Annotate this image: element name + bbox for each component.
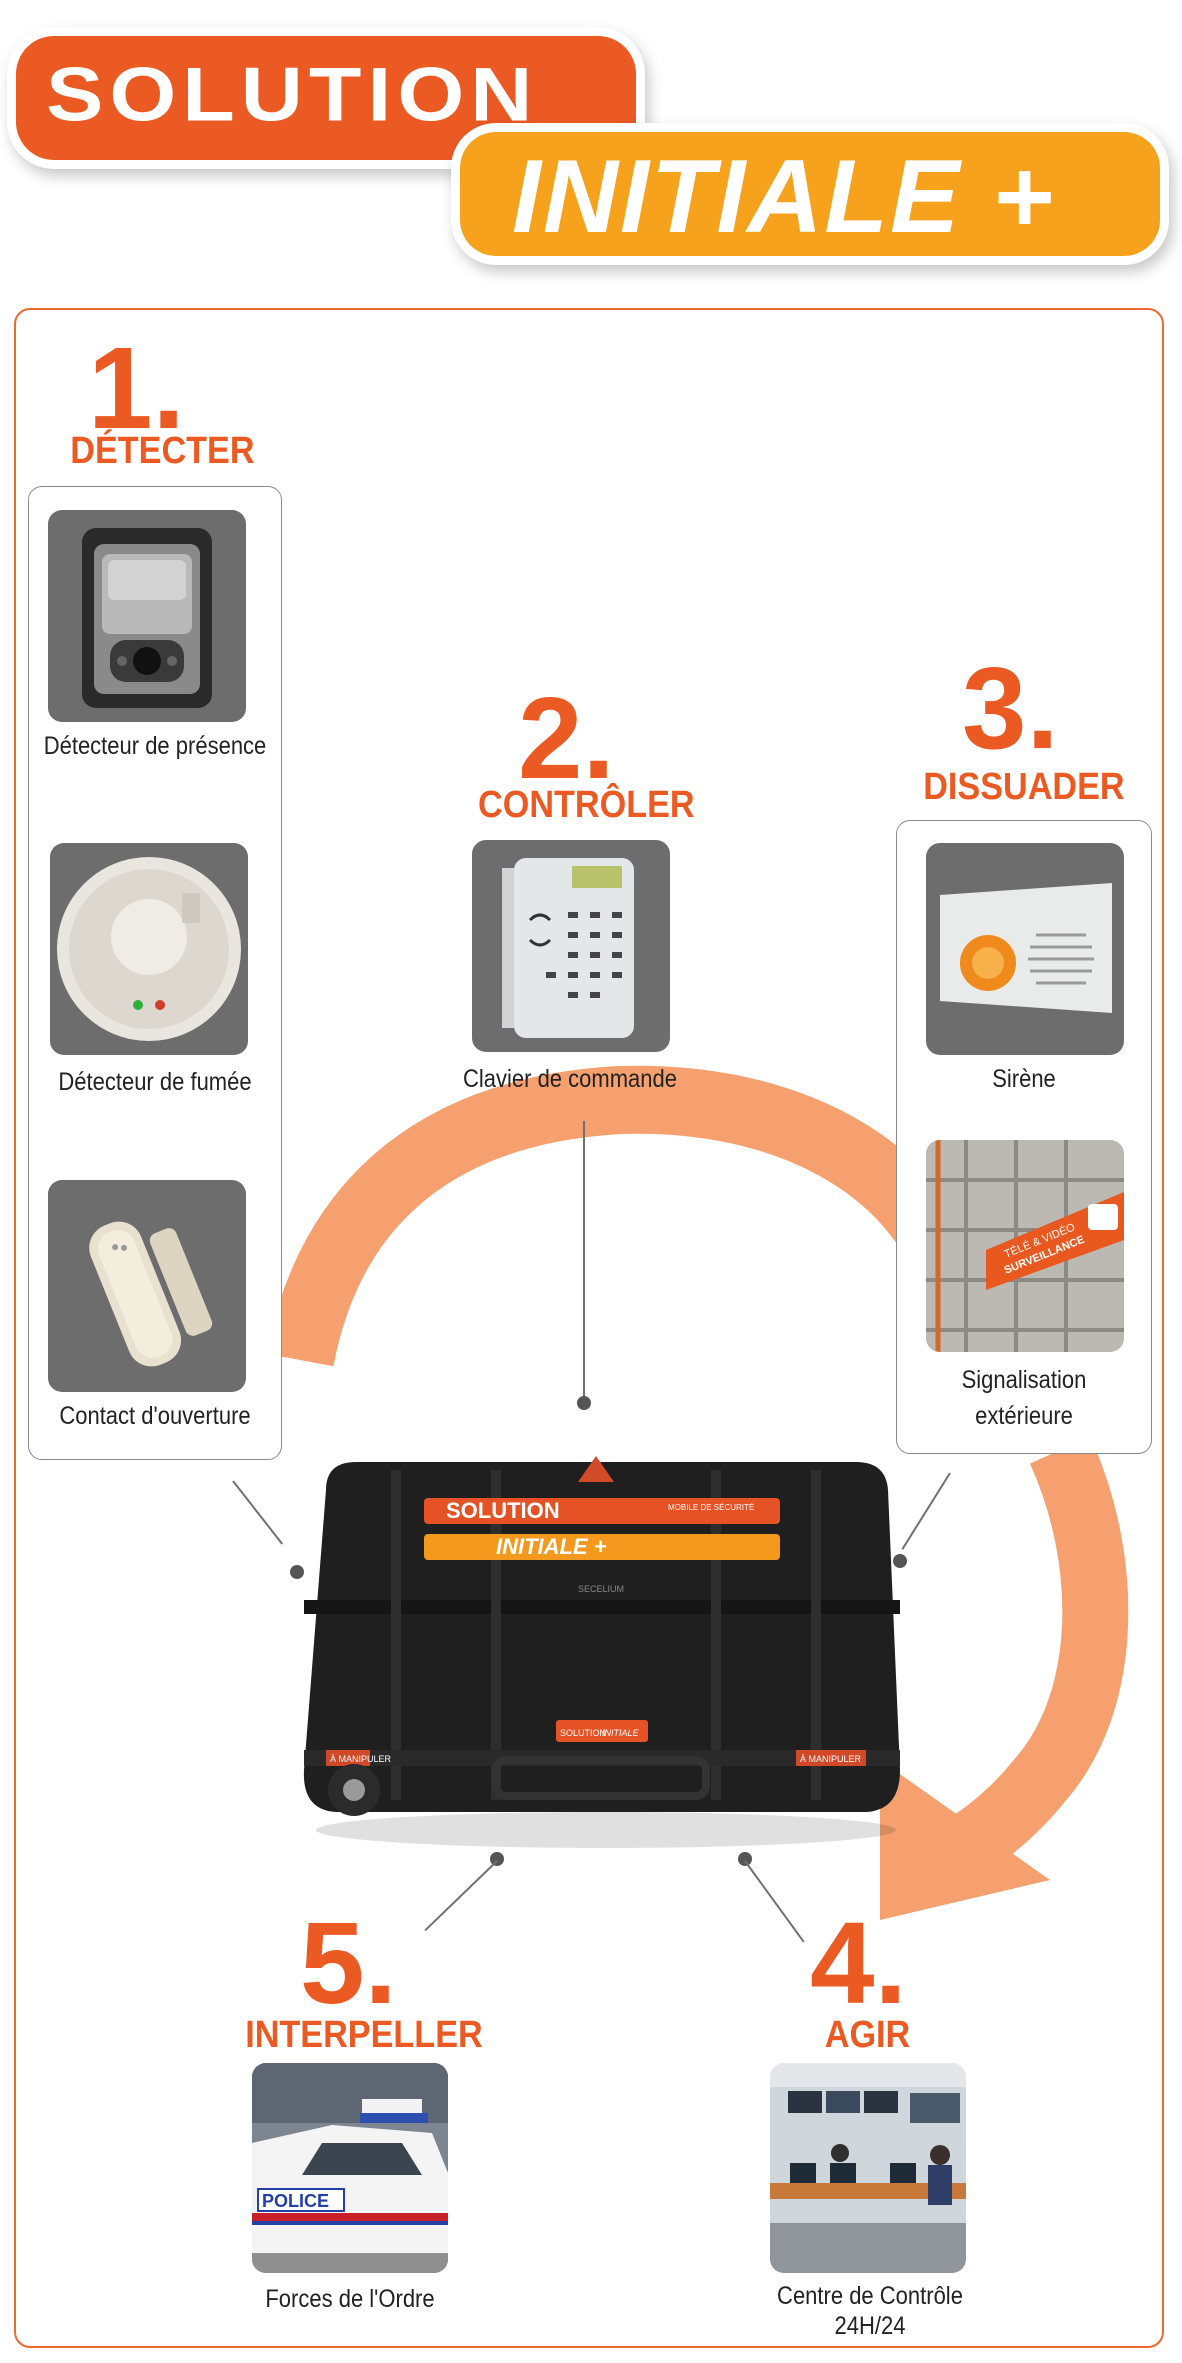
smoke-detector-icon: [57, 857, 241, 1041]
presence-detector-icon: [82, 528, 212, 708]
case-small-label2: INITIALE: [602, 1728, 640, 1738]
security-case: SOLUTION MOBILE DE SÉCURITÉ INITIALE + S…: [303, 1456, 900, 1848]
siren-icon: [940, 883, 1112, 1013]
step-3-number: 3.: [962, 643, 1059, 773]
case-label-solution: SOLUTION: [446, 1498, 560, 1523]
siren-tile: [926, 843, 1124, 1055]
signage-label: Signalisation extérieure: [961, 1366, 1087, 1431]
case-small-label1: SOLUTION: [560, 1728, 606, 1738]
connector-dot-dissuade: [893, 1554, 907, 1568]
banner-initiale-text: INITIALE +: [512, 139, 1055, 255]
case-label-solution-sub: MOBILE DE SÉCURITÉ: [668, 1503, 754, 1512]
step-4-number: 4.: [810, 1898, 907, 2028]
connector-dot-control: [577, 1396, 591, 1410]
step-5-number: 5.: [300, 1898, 397, 2028]
control-center-tile: [770, 2063, 966, 2273]
signage-tile: TÉLÉ & VIDÉO SURVEILLANCE: [926, 1140, 1124, 1352]
connector-dot-act: [738, 1852, 752, 1866]
step-1-number: 1.: [88, 323, 185, 453]
cycle-arrow-head: [880, 1760, 1050, 1920]
step-4-title: AGIR: [824, 2014, 911, 2056]
step-1-title: DÉTECTER: [70, 430, 255, 472]
case-strap-right: À MANIPULER: [800, 1754, 862, 1764]
smoke-detector-label: Détecteur de fumée: [58, 1068, 252, 1096]
connector-line-control: [583, 1121, 585, 1403]
control-center-label-line2: 24H/24: [834, 2312, 906, 2340]
banner-initiale: [460, 132, 1160, 256]
signage-photo: TÉLÉ & VIDÉO SURVEILLANCE: [926, 1140, 1124, 1352]
police-label: Forces de l'Ordre: [265, 2285, 435, 2313]
police-car-photo: POLICE: [252, 2063, 448, 2273]
case-strap-left: À MANIPULER: [330, 1754, 392, 1764]
siren-label: Sirène: [992, 1065, 1056, 1093]
smoke-detector-tile: [50, 843, 248, 1055]
police-car-text: POLICE: [262, 2191, 329, 2211]
control-center-label: Centre de Contrôle 24H/24: [738, 2281, 1002, 2341]
control-center-photo: [770, 2063, 966, 2273]
keypad-tile: [472, 840, 670, 1052]
keypad-icon: [502, 858, 634, 1038]
police-tile: POLICE: [252, 2063, 448, 2273]
opening-contact-icon: [89, 1221, 213, 1367]
presence-detector-tile: [48, 510, 246, 722]
main-frame: [14, 308, 1164, 2348]
step-5-title: INTERPELLER: [245, 2014, 483, 2056]
case-brand: SECELIUM: [578, 1584, 624, 1594]
opening-contact-tile: [48, 1180, 246, 1392]
case-label-initiale: INITIALE +: [496, 1534, 607, 1559]
connector-dot-detect: [290, 1565, 304, 1579]
control-center-label-line1: Centre de Contrôle: [777, 2282, 963, 2310]
step-2-number: 2.: [518, 673, 615, 803]
step-2-title: CONTRÔLER: [478, 784, 695, 826]
banner-solution-text: SOLUTION: [46, 52, 539, 138]
keypad-label: Clavier de commande: [462, 1065, 677, 1093]
opening-contact-label: Contact d'ouverture: [59, 1402, 251, 1430]
presence-detector-label: Détecteur de présence: [43, 732, 267, 760]
step-3-title: DISSUADER: [923, 766, 1125, 808]
